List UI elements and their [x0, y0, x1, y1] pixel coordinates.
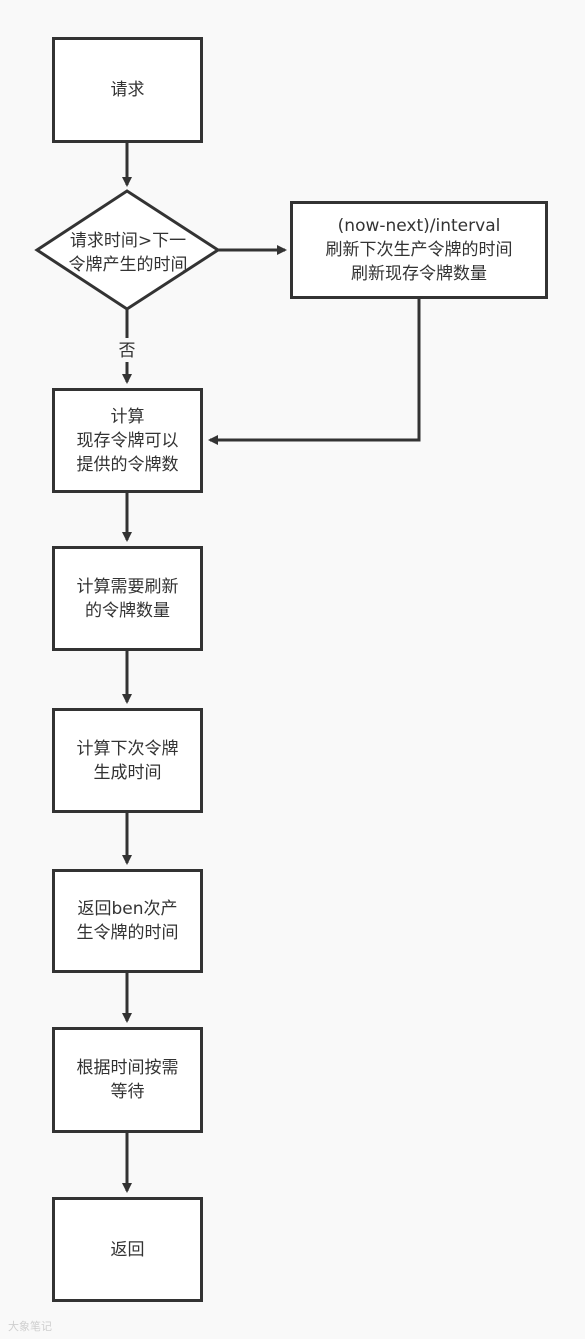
node-refresh-line-1: (now-next)/interval: [337, 216, 501, 236]
node-calc-refresh-line-1: 计算需要刷新: [76, 576, 179, 597]
edge-refresh-to-calc: [208, 299, 421, 445]
node-return-time: 返回ben次产 生令牌的时间: [52, 869, 203, 973]
node-decision-line-1: 请求时间>下一: [69, 231, 187, 251]
node-calc-available: 计算 现存令牌可以 提供的令牌数: [52, 388, 203, 493]
node-wait-line-1: 根据时间按需: [76, 1058, 179, 1078]
node-return-line-1: 返回: [110, 1239, 145, 1260]
node-calc-next: 计算下次令牌 生成时间: [52, 708, 203, 813]
node-refresh: (now-next)/interval 刷新下次生产令牌的时间 刷新现存令牌数量: [290, 201, 548, 299]
node-calc-refresh-line-2: 的令牌数量: [85, 600, 170, 621]
node-request: 请求: [52, 37, 203, 143]
node-return-time-line-1: 返回ben次产: [77, 899, 178, 919]
node-refresh-line-3: 刷新现存令牌数量: [351, 264, 487, 284]
edge-label-no: 否: [112, 339, 142, 363]
node-calc-available-line-1: 计算: [110, 406, 145, 427]
node-decision-label: 请求时间>下一 令牌产生的时间: [50, 229, 206, 277]
node-return: 返回: [52, 1197, 203, 1302]
node-decision-line-2: 令牌产生的时间: [68, 255, 188, 275]
node-wait-line-2: 等待: [110, 1082, 145, 1102]
node-request-line-1: 请求: [110, 80, 145, 100]
node-calc-refresh: 计算需要刷新 的令牌数量: [52, 546, 203, 651]
node-calc-available-line-2: 现存令牌可以: [76, 430, 179, 451]
node-wait: 根据时间按需 等待: [52, 1027, 203, 1133]
node-refresh-line-2: 刷新下次生产令牌的时间: [325, 240, 513, 260]
edge-label-no-text: 否: [118, 341, 136, 361]
node-calc-next-line-2: 生成时间: [93, 762, 162, 783]
node-return-time-line-2: 生令牌的时间: [76, 923, 179, 943]
node-calc-next-line-1: 计算下次令牌: [76, 738, 179, 759]
watermark: 大象笔记: [8, 1320, 52, 1333]
node-calc-available-line-3: 提供的令牌数: [76, 454, 179, 475]
